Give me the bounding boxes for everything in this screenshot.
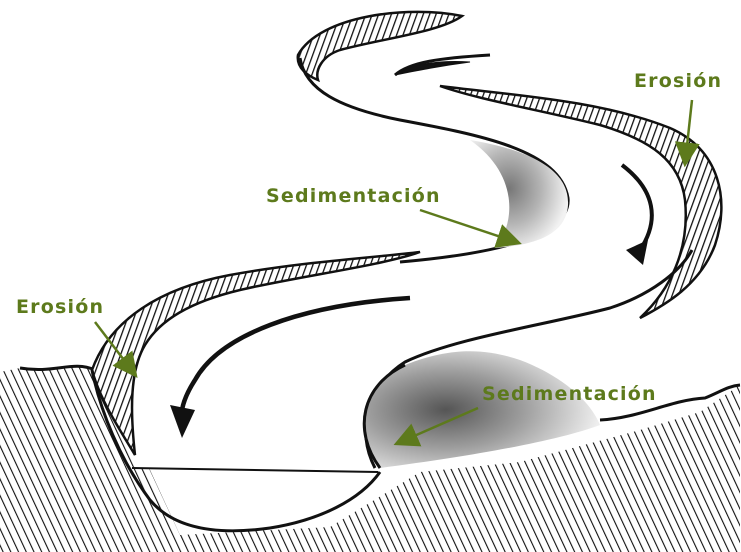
pointer-sedimentation-middle <box>420 210 510 240</box>
label-erosion-top-right: Erosión <box>634 70 722 92</box>
label-sedimentation-bottom: Sedimentación <box>482 383 657 405</box>
label-erosion-left: Erosión <box>16 296 104 318</box>
water-level-line <box>132 468 378 472</box>
label-sedimentation-middle: Sedimentación <box>266 185 441 207</box>
